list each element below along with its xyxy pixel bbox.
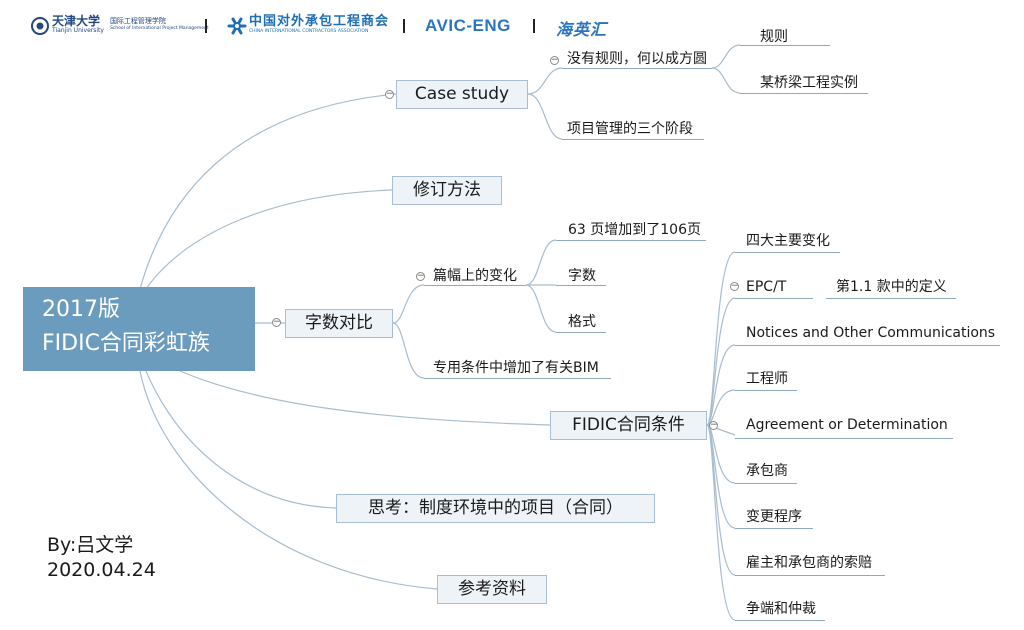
tianjin-university-logo: 天津大学 Tianjin University 国际工程管理学院 School …: [52, 15, 209, 34]
underline: [735, 345, 1000, 346]
underline: [735, 528, 813, 529]
subtopic-three-phases[interactable]: 项目管理的三个阶段: [567, 121, 693, 137]
subtopic-format[interactable]: 格式: [568, 314, 596, 330]
chica-mark-shape: [227, 17, 247, 35]
tju-school-english: School of International Project Manageme…: [109, 25, 209, 31]
underline: [556, 285, 606, 286]
topic-thinking[interactable]: 思考：制度环境中的项目（合同）: [336, 494, 655, 523]
subtopic-bim[interactable]: 专用条件中增加了有关BIM: [433, 360, 599, 376]
subtopic-agreement[interactable]: Agreement or Determination: [746, 417, 948, 433]
collapse-icon[interactable]: −: [272, 317, 281, 327]
topic-revision-method[interactable]: 修订方法: [392, 176, 502, 205]
collapse-icon[interactable]: −: [416, 271, 425, 281]
subtopic-bridge-example[interactable]: 某桥梁工程实例: [760, 75, 858, 91]
branch-line-revision: [145, 189, 393, 290]
underline: [735, 575, 885, 576]
subtopic-notices[interactable]: Notices and Other Communications: [746, 325, 996, 341]
subtopic-epct[interactable]: EPC/T: [746, 279, 787, 295]
subtopic-length-change[interactable]: 篇幅上的变化: [433, 268, 517, 284]
underline: [556, 332, 606, 333]
underline: [740, 93, 868, 94]
chica-chinese-name: 中国对外承包工程商会: [249, 14, 390, 29]
underline: [826, 298, 956, 299]
central-topic-line2: FIDIC合同彩虹族: [42, 331, 210, 356]
underline: [735, 252, 840, 253]
underline: [735, 438, 953, 439]
collapse-icon[interactable]: −: [550, 55, 559, 65]
author-name: By:吕文学: [47, 534, 134, 556]
header-divider: [403, 19, 405, 33]
subtopic-pages[interactable]: 63 页增加到了106页: [568, 222, 701, 238]
subtopic-claims[interactable]: 雇主和承包商的索赔: [746, 555, 872, 571]
tju-seal-ring: [31, 17, 49, 35]
chica-english-name: CHINA INTERNATIONAL CONTRACTORS ASSOCIAT…: [249, 29, 369, 34]
branch-line-case-study: [139, 93, 397, 290]
underline: [735, 298, 813, 299]
underline: [562, 68, 712, 69]
avic-eng-text: AVIC-ENG: [425, 16, 511, 35]
topic-fidic-conditions[interactable]: FIDIC合同条件: [550, 411, 707, 440]
underline: [735, 390, 797, 391]
collapse-icon[interactable]: −: [385, 89, 394, 99]
subtopic-disputes[interactable]: 争端和仲裁: [746, 601, 816, 617]
subtopic-contractor[interactable]: 承包商: [746, 463, 788, 479]
collapse-icon[interactable]: −: [730, 281, 739, 291]
haiying-logo: 海英汇: [556, 16, 607, 40]
topic-case-study[interactable]: Case study: [396, 80, 528, 109]
collapse-icon[interactable]: −: [709, 420, 718, 430]
header-divider: [533, 19, 535, 33]
central-topic[interactable]: 2017版 FIDIC合同彩虹族: [23, 287, 255, 371]
underline: [740, 45, 830, 46]
underline: [562, 139, 704, 140]
branch-line-fidic: [179, 370, 551, 426]
header-divider: [205, 19, 207, 33]
central-topic-line1: 2017版: [42, 297, 120, 322]
topic-references[interactable]: 参考资料: [437, 575, 547, 604]
underline: [424, 378, 611, 379]
haiying-text: 海英汇: [556, 20, 608, 39]
subtopic-no-rules[interactable]: 没有规则，何以成方圆: [567, 51, 707, 67]
subtopic-variation[interactable]: 变更程序: [746, 509, 802, 525]
branch-line-thinking: [145, 370, 337, 509]
tju-school-chinese: 国际工程管理学院: [109, 16, 166, 25]
subtopic-rules[interactable]: 规则: [760, 29, 788, 45]
underline: [424, 285, 526, 286]
subtopic-epct-definition[interactable]: 第1.1 款中的定义: [836, 279, 947, 295]
author-block: By:吕文学 2020.04.24: [47, 533, 156, 583]
author-date: 2020.04.24: [47, 559, 156, 581]
chica-logo: 中国对外承包工程商会 CHINA INTERNATIONAL CONTRACTO…: [249, 15, 389, 35]
subtopic-engineer[interactable]: 工程师: [746, 371, 788, 387]
topic-word-count[interactable]: 字数对比: [285, 309, 393, 338]
branch-line-references: [139, 370, 438, 590]
subtopic-words[interactable]: 字数: [568, 268, 596, 284]
tju-seal-center: [36, 22, 44, 30]
subtopic-four-changes[interactable]: 四大主要变化: [746, 233, 830, 249]
tju-chinese-name: 天津大学: [52, 14, 101, 28]
underline: [735, 483, 797, 484]
avic-eng-logo: AVIC-ENG: [425, 16, 511, 36]
underline: [556, 240, 706, 241]
underline: [735, 620, 825, 621]
tju-english-name: Tianjin University: [52, 27, 104, 34]
